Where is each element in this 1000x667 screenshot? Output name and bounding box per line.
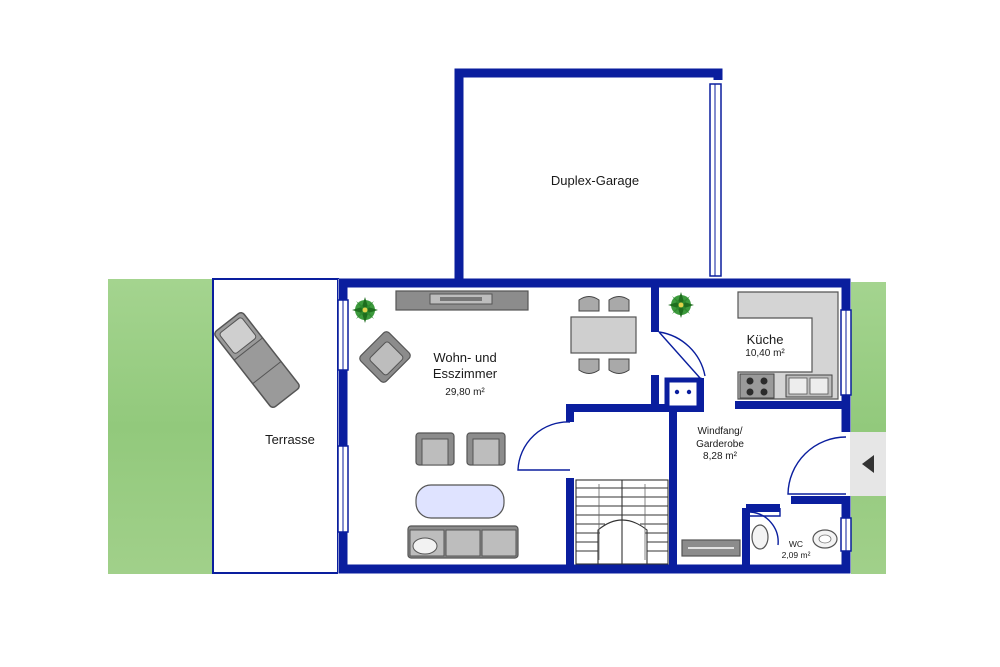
lawn-right bbox=[848, 282, 886, 574]
living-room-name-line1: Wohn- und bbox=[433, 350, 497, 365]
wc-label: WC 2,09 m² bbox=[772, 539, 820, 560]
lounge-chair bbox=[415, 432, 455, 466]
terrace-label: Terrasse bbox=[265, 432, 315, 447]
wash-basin bbox=[751, 524, 769, 550]
plant-icon bbox=[668, 292, 694, 318]
living-room-area: 29,80 m² bbox=[445, 386, 485, 398]
lawn-left bbox=[108, 279, 214, 574]
living-room-name-line2: Esszimmer bbox=[432, 366, 498, 382]
kitchen-name: Küche bbox=[746, 332, 784, 347]
exterior-walls bbox=[338, 278, 851, 574]
wc-name: WC bbox=[788, 539, 804, 549]
interior-walls bbox=[566, 283, 846, 569]
hall-area: 8,28 m² bbox=[703, 451, 737, 462]
sun-lounger bbox=[214, 311, 300, 409]
hall-label: Windfang/ Garderobe 8,28 m² bbox=[680, 426, 760, 464]
lounge-chair bbox=[466, 432, 506, 466]
staircase bbox=[575, 479, 669, 565]
wc-area: 2,09 m² bbox=[781, 549, 811, 560]
hall-name-line2: Garderobe bbox=[696, 438, 744, 450]
kitchen-counter bbox=[737, 291, 839, 400]
garage bbox=[454, 68, 723, 280]
garage-label: Duplex-Garage bbox=[550, 173, 640, 188]
chimney bbox=[664, 377, 702, 411]
dining-table bbox=[570, 296, 637, 374]
armchair bbox=[359, 331, 411, 383]
sideboard bbox=[395, 290, 529, 311]
plant-icon bbox=[352, 297, 378, 323]
entrance-marker bbox=[850, 432, 886, 496]
coffee-table bbox=[415, 484, 505, 519]
triangle-left-icon bbox=[862, 455, 874, 473]
wardrobe bbox=[681, 539, 741, 557]
hall-name-line1: Windfang/ bbox=[697, 426, 743, 437]
living-room-label: Wohn- und Esszimmer 29,80 m² bbox=[410, 350, 520, 399]
doors bbox=[517, 331, 847, 546]
toilet bbox=[812, 529, 838, 549]
kitchen-label: Küche 10,40 m² bbox=[725, 332, 805, 361]
sofa bbox=[407, 525, 519, 559]
kitchen-area: 10,40 m² bbox=[745, 348, 785, 360]
